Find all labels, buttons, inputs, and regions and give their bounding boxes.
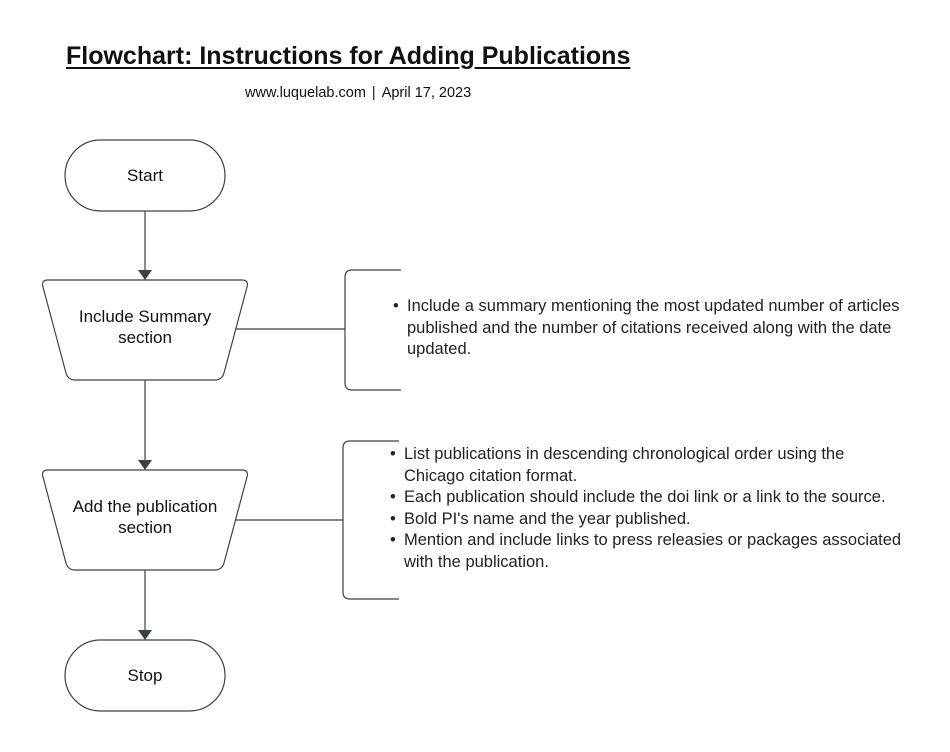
- publication-note-item: List publications in descending chronolo…: [390, 444, 909, 487]
- subtitle-separator: |: [371, 85, 376, 101]
- website-text: www.luquelab.com: [245, 85, 366, 101]
- subtitle: www.luquelab.com | April 17, 2023: [245, 85, 471, 101]
- publication-note: List publications in descending chronolo…: [390, 444, 909, 573]
- publication-note-item: Each publication should include the doi …: [390, 487, 909, 509]
- start-label: Start: [127, 166, 163, 185]
- summary-note-item: Include a summary mentioning the most up…: [393, 296, 907, 361]
- page-title: Flowchart: Instructions for Adding Publi…: [66, 42, 631, 70]
- summary-note-bracket: [344, 269, 401, 391]
- stop-label: Stop: [127, 666, 163, 685]
- publication-note-item: Bold PI's name and the year published.: [390, 509, 909, 531]
- date-text: April 17, 2023: [381, 85, 472, 101]
- summary-node: [41, 279, 249, 381]
- publication-label: Add the publication section: [72, 497, 218, 537]
- publication-note-bracket: [342, 440, 399, 600]
- summary-label: Include Summary section: [78, 307, 212, 347]
- summary-note: Include a summary mentioning the most up…: [393, 296, 907, 361]
- publication-note-item: Mention and include links to press relea…: [390, 530, 909, 573]
- stop-node: [64, 639, 226, 712]
- publication-node: [41, 469, 249, 571]
